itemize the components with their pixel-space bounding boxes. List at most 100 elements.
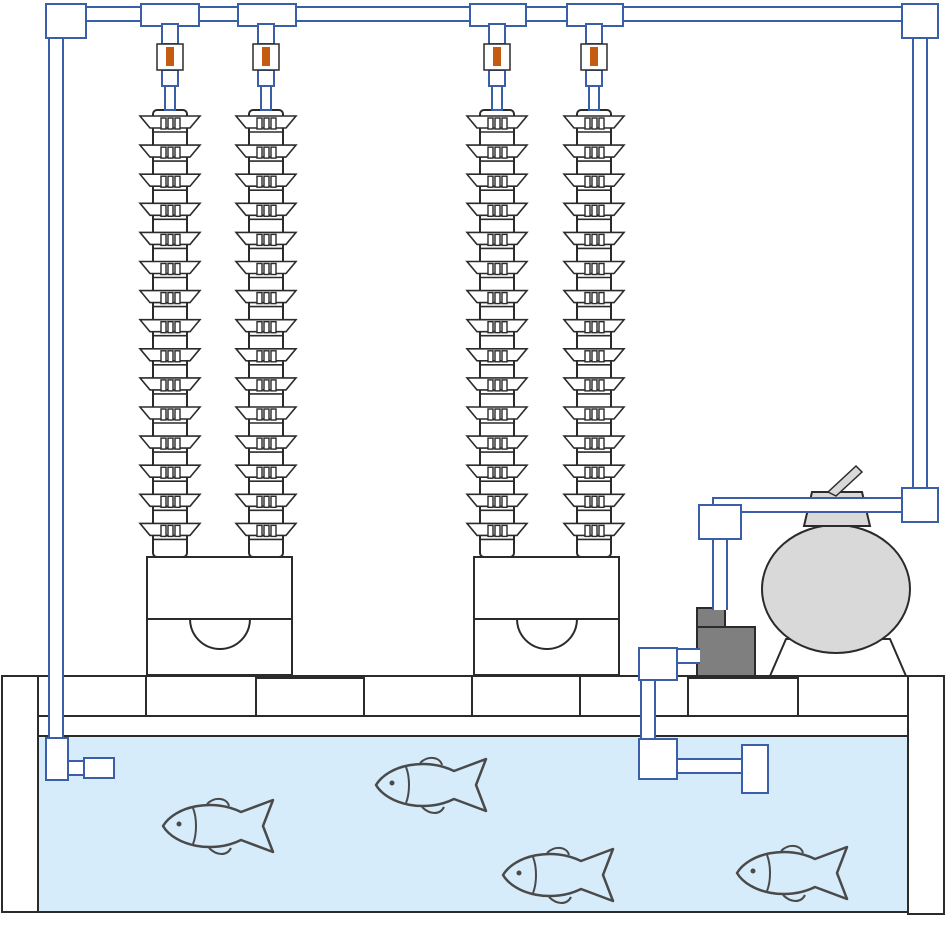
- fish-body: [374, 757, 488, 813]
- drop-pipe: [161, 23, 179, 45]
- tier-slot: [270, 350, 277, 363]
- tier-slot: [167, 321, 174, 334]
- pipe-fitting: [469, 3, 527, 27]
- tier-slot: [270, 262, 277, 276]
- tier-slot: [167, 291, 174, 305]
- tier-slot: [174, 175, 181, 188]
- valve-fitting-icon: [580, 43, 608, 71]
- tier-slot: [494, 175, 501, 188]
- brick: [145, 675, 257, 717]
- emitter-core: [166, 47, 174, 66]
- tier-slot: [487, 437, 494, 450]
- fish-fin: [548, 896, 572, 904]
- drop-pipe: [488, 69, 506, 87]
- pipe-fitting: [45, 737, 69, 781]
- tower-base: [146, 556, 293, 676]
- tier-slot: [167, 175, 174, 188]
- tier-slot: [160, 495, 167, 508]
- tier-slot: [167, 524, 174, 538]
- tier-slot: [263, 262, 270, 276]
- water: [38, 736, 908, 912]
- fish-fin: [421, 806, 445, 814]
- tier-slot: [256, 350, 263, 363]
- tier-slot: [270, 524, 277, 538]
- tier-slot: [598, 146, 605, 159]
- tier-slot: [494, 146, 501, 159]
- fish-eye: [750, 868, 756, 874]
- tier-slot: [584, 204, 591, 218]
- valve-fitting-icon: [252, 43, 280, 71]
- drip-emitters: [156, 43, 608, 71]
- tier-slot: [591, 146, 598, 159]
- tier-slot: [167, 350, 174, 363]
- tier-slot: [256, 262, 263, 276]
- tier-slot: [494, 495, 501, 508]
- fish-icon: [161, 798, 275, 855]
- tier-slot: [263, 233, 270, 247]
- tier-slot: [256, 379, 263, 392]
- tier-slot: [174, 146, 181, 159]
- tier-slot: [487, 350, 494, 363]
- tier-slot: [598, 262, 605, 276]
- tower: [562, 109, 626, 558]
- pipe-fitting: [45, 3, 87, 39]
- emitter-core: [590, 47, 598, 66]
- tier-slot: [167, 262, 174, 276]
- tier-slot: [591, 321, 598, 334]
- brick: [255, 675, 365, 717]
- tier-slot: [174, 466, 181, 479]
- brick-shelf: [37, 675, 909, 717]
- tier-slot: [591, 291, 598, 305]
- tier-slot: [270, 204, 277, 218]
- tier-slot: [494, 204, 501, 218]
- base-bowl: [189, 618, 251, 650]
- pipe-fitting: [741, 744, 769, 794]
- tier-slot: [598, 175, 605, 188]
- tier-slot: [598, 350, 605, 363]
- tier-slot: [270, 146, 277, 159]
- tower: [234, 109, 298, 558]
- tier-slot: [160, 524, 167, 538]
- feed-tube: [164, 85, 176, 111]
- tier-slot: [487, 321, 494, 334]
- pipe-fitting: [638, 738, 678, 780]
- tier-slot: [263, 408, 270, 421]
- fish-fin: [546, 847, 570, 856]
- tier-slot: [584, 466, 591, 479]
- tier-slot: [591, 262, 598, 276]
- tier-slot: [167, 204, 174, 218]
- tier-slot: [584, 321, 591, 334]
- base-upper: [473, 556, 620, 620]
- pipes: [45, 3, 939, 794]
- fish-icon: [501, 847, 615, 904]
- tier-slot: [487, 262, 494, 276]
- tier-slot: [584, 437, 591, 450]
- pump-top: [696, 607, 726, 629]
- tier-slot: [598, 321, 605, 334]
- tier-slot: [263, 321, 270, 334]
- tier-slot: [591, 466, 598, 479]
- tier-slot: [584, 350, 591, 363]
- tier-slot: [487, 379, 494, 392]
- tier-slot: [487, 233, 494, 247]
- fish-fin: [782, 894, 806, 902]
- pipe-fitting: [237, 3, 297, 27]
- tier-slot: [270, 117, 277, 130]
- tier-slot: [598, 117, 605, 130]
- tower: [465, 109, 529, 558]
- fish-eye: [516, 870, 522, 876]
- tower-bases: [146, 556, 620, 676]
- pipe-fitting: [698, 504, 742, 540]
- pump: [696, 607, 756, 677]
- tier-slot: [494, 437, 501, 450]
- tier-slot: [584, 233, 591, 247]
- pipe-fitting: [638, 647, 678, 681]
- tier-slot: [160, 350, 167, 363]
- tier-slot: [487, 146, 494, 159]
- tier-slot: [501, 233, 508, 247]
- tier-slot: [598, 204, 605, 218]
- tier-slot: [591, 350, 598, 363]
- fish-fin: [208, 847, 232, 855]
- drop-pipe: [585, 23, 603, 45]
- tier-slot: [487, 291, 494, 305]
